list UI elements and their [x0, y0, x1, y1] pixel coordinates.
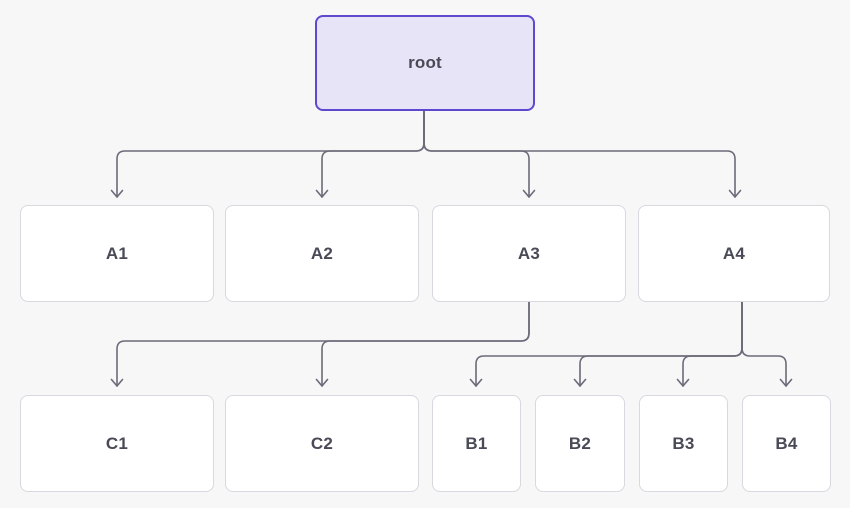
node-b1-label: B1: [465, 433, 488, 453]
node-c1[interactable]: C1: [20, 395, 214, 492]
node-c2-label: C2: [310, 433, 334, 453]
node-b3-label: B3: [672, 433, 695, 453]
arrowhead-a1: [110, 189, 124, 198]
node-a2[interactable]: A2: [225, 205, 419, 302]
edge-root-a1: [116, 110, 425, 198]
arrowhead-b3: [676, 378, 690, 387]
edge-a4-b3: [682, 301, 743, 387]
arrowhead-c2: [315, 378, 329, 387]
edge-root-a2: [321, 110, 425, 198]
arrowhead-b1: [469, 378, 483, 387]
arrowhead-b2: [573, 378, 587, 387]
node-a4-label: A4: [722, 243, 746, 263]
node-c2[interactable]: C2: [225, 395, 419, 492]
node-b4-label: B4: [775, 433, 798, 453]
arrowhead-a4: [728, 189, 742, 198]
edge-root-a4: [423, 110, 736, 198]
edge-a4-b1: [475, 301, 743, 387]
edge-a3-c2: [321, 301, 530, 387]
node-a3[interactable]: A3: [432, 205, 626, 302]
node-b2-label: B2: [568, 433, 592, 453]
edge-a4-b2: [579, 301, 743, 387]
node-c1-label: C1: [105, 433, 129, 453]
edge-root-a3: [423, 110, 530, 198]
node-b1[interactable]: B1: [432, 395, 521, 492]
node-a4[interactable]: A4: [638, 205, 830, 302]
node-a2-label: A2: [310, 243, 334, 263]
arrowhead-b4: [779, 378, 793, 387]
node-a1[interactable]: A1: [20, 205, 214, 302]
node-b2[interactable]: B2: [535, 395, 625, 492]
node-root-label: root: [408, 53, 442, 72]
node-b3[interactable]: B3: [639, 395, 728, 492]
node-b4[interactable]: B4: [742, 395, 831, 492]
node-a1-label: A1: [105, 243, 129, 263]
arrowhead-a2: [315, 189, 329, 198]
node-root[interactable]: root: [315, 15, 535, 111]
arrowhead-a3: [522, 189, 536, 198]
node-a3-label: A3: [517, 243, 541, 263]
arrowhead-c1: [110, 378, 124, 387]
edge-a4-b4: [741, 301, 787, 387]
edge-a3-c1: [116, 301, 530, 387]
